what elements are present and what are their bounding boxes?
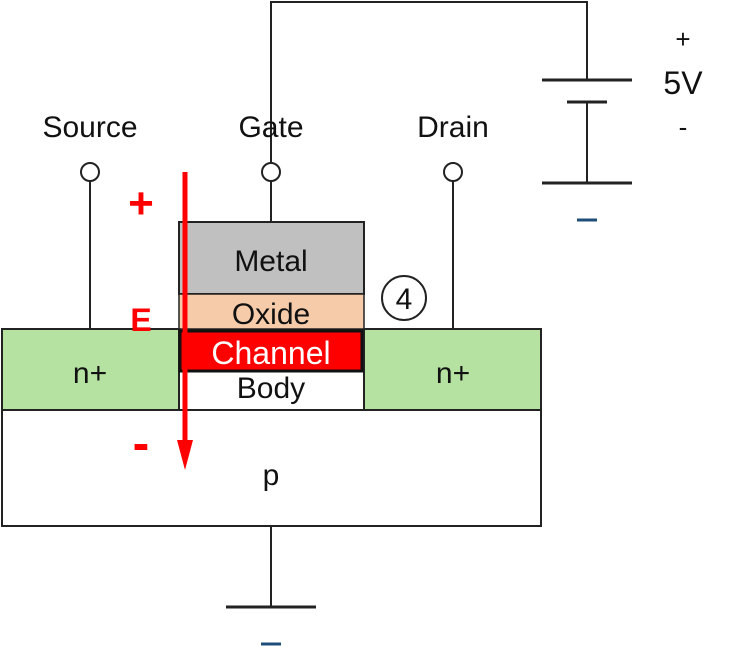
drain-n-region xyxy=(363,328,542,411)
metal-label: Metal xyxy=(234,245,307,278)
channel-label: Channel xyxy=(211,335,330,371)
field-plus-label: + xyxy=(128,179,154,228)
field-e-label: E xyxy=(130,302,151,338)
source-n-region xyxy=(1,328,180,411)
field-arrow-head xyxy=(177,440,193,470)
field-minus-label: - xyxy=(133,415,150,471)
source-region-label: n+ xyxy=(73,357,107,390)
oxide-layer xyxy=(178,293,365,330)
gate-to-battery-wire xyxy=(270,1,588,162)
gate-label: Gate xyxy=(238,111,303,144)
battery-voltage-label: 5V xyxy=(663,65,703,101)
drain-terminal xyxy=(443,162,463,182)
oxide-label: Oxide xyxy=(232,298,310,331)
drain-region-label: n+ xyxy=(436,357,470,390)
substrate-label: p xyxy=(263,459,280,492)
channel-layer xyxy=(178,329,364,373)
drain-label: Drain xyxy=(417,111,489,144)
gate-terminal xyxy=(261,162,281,182)
battery-plus-label: + xyxy=(675,24,690,54)
battery-minus-label: - xyxy=(679,112,688,142)
step-marker-circle xyxy=(381,275,427,321)
body-label: Body xyxy=(237,372,305,405)
source-terminal xyxy=(80,162,100,182)
source-label: Source xyxy=(42,111,137,144)
step-marker-number: 4 xyxy=(396,283,413,316)
